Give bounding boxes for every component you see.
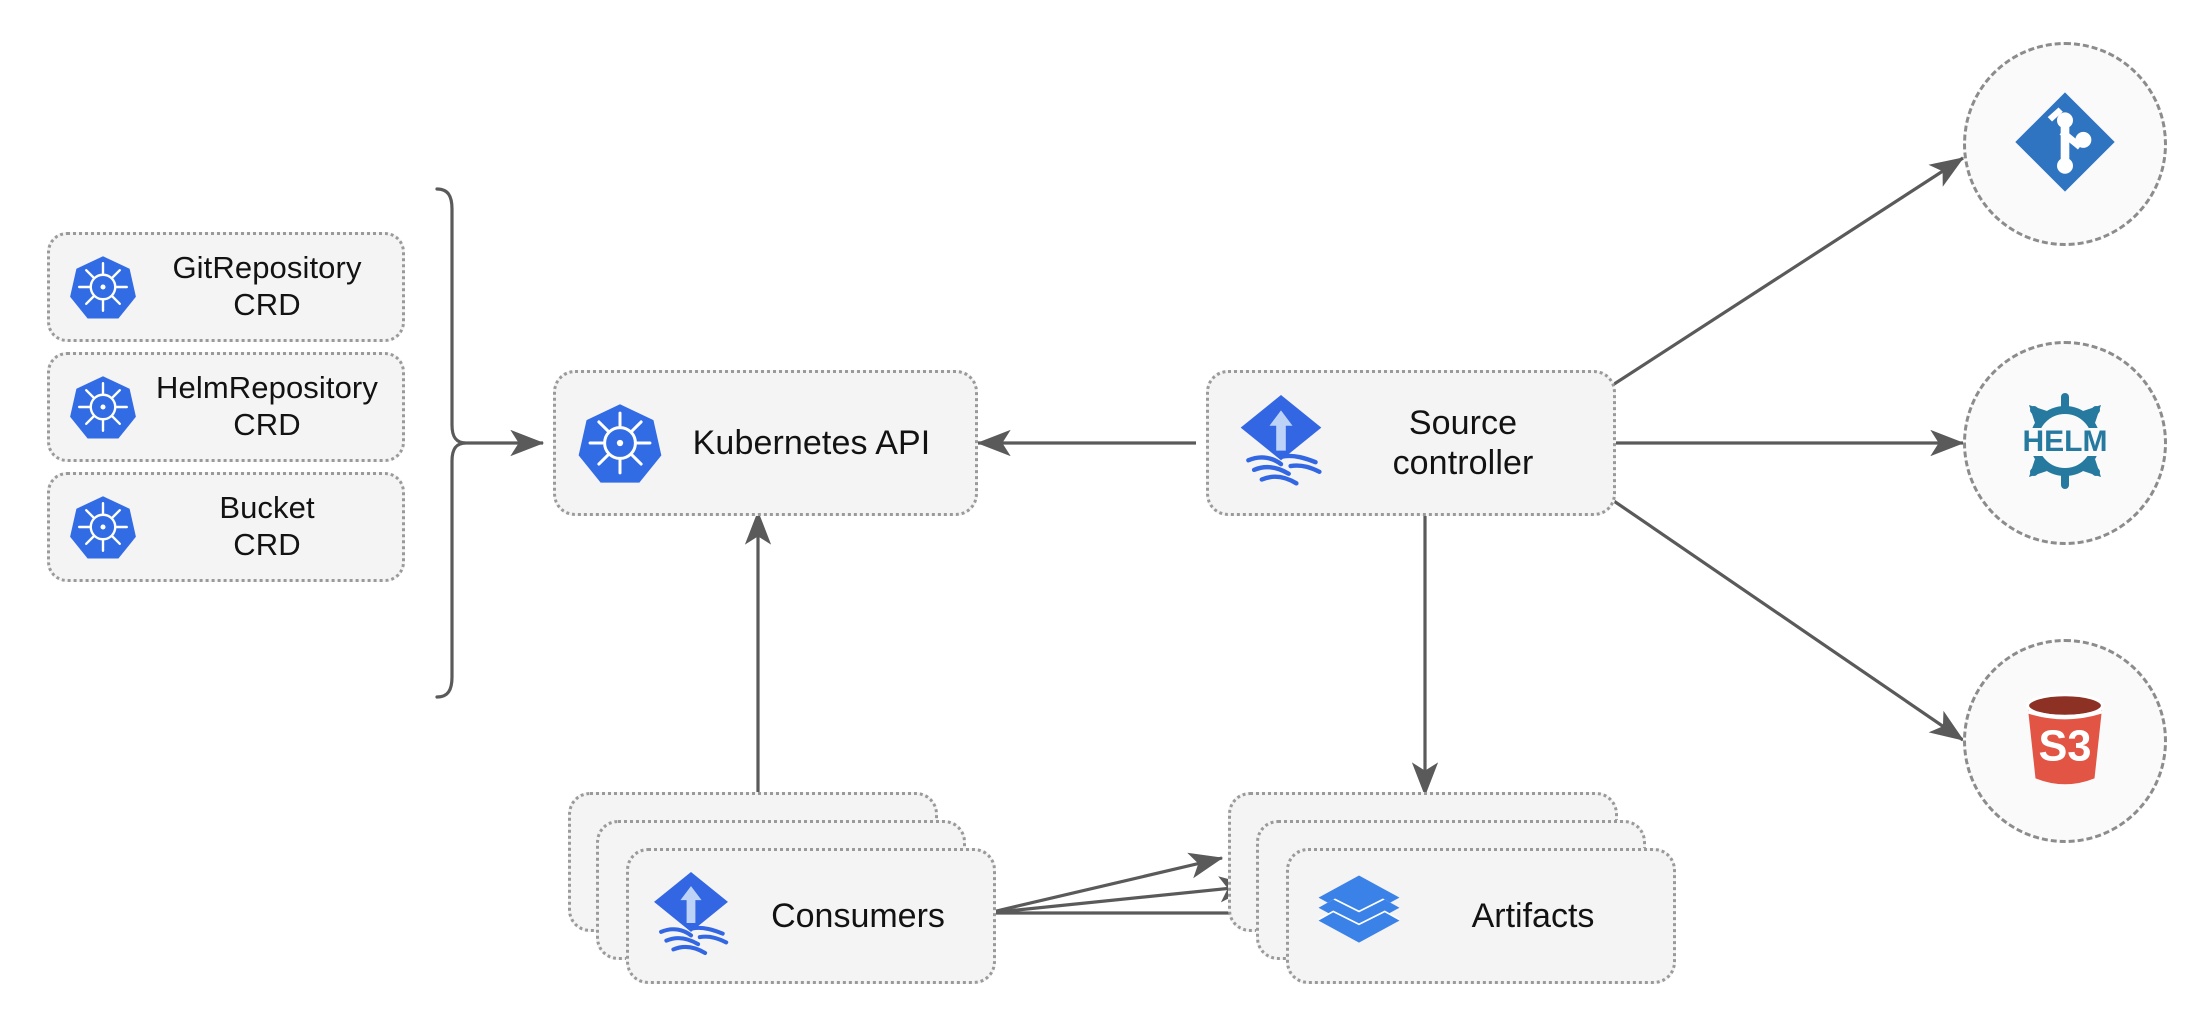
- crd-card-bucket[interactable]: Bucket CRD: [47, 472, 405, 582]
- edge-consumers-to-artifacts-middle: [987, 876, 1254, 915]
- artifacts-stack-front[interactable]: Artifacts: [1286, 848, 1676, 984]
- node-label: Consumers: [771, 896, 945, 935]
- node-label: Kubernetes API: [692, 423, 931, 462]
- flux-icon: [1231, 390, 1331, 496]
- helm-wordmark: HELM: [2023, 425, 2108, 458]
- edge-source-controller-to-s3: [1607, 495, 1965, 742]
- git-icon: [2011, 88, 2119, 201]
- source-circle-helm[interactable]: HELM: [1963, 341, 2167, 545]
- kubernetes-icon: [66, 250, 140, 324]
- kubernetes-icon: [66, 370, 140, 444]
- crd-label: HelmRepository CRD: [156, 370, 378, 442]
- node-label: Artifacts: [1471, 896, 1595, 935]
- crd-card-helmrepository[interactable]: HelmRepository CRD: [47, 352, 405, 462]
- node-consumers[interactable]: Consumers: [568, 792, 998, 984]
- consumers-stack-front[interactable]: Consumers: [626, 848, 996, 984]
- crd-card-gitrepository[interactable]: GitRepository CRD: [47, 232, 405, 342]
- flux-icon: [645, 866, 737, 966]
- source-circle-s3[interactable]: S3: [1963, 639, 2167, 843]
- s3-wordmark: S3: [2039, 722, 2092, 770]
- kubernetes-icon: [574, 397, 666, 489]
- kubernetes-icon: [66, 490, 140, 564]
- source-circle-git[interactable]: [1963, 42, 2167, 246]
- crd-group-bracket: [435, 187, 467, 699]
- crd-label: GitRepository CRD: [172, 250, 362, 322]
- helm-icon: HELM: [2005, 381, 2125, 506]
- node-artifacts[interactable]: Artifacts: [1228, 792, 1678, 984]
- node-source-controller[interactable]: Source controller: [1206, 370, 1616, 516]
- s3-icon: S3: [2006, 680, 2124, 803]
- layers-icon: [1311, 868, 1407, 964]
- node-label: Source controller: [1392, 403, 1534, 482]
- edge-source-controller-to-git: [1607, 156, 1965, 390]
- node-kubernetes-api[interactable]: Kubernetes API: [553, 370, 978, 516]
- crd-label: Bucket CRD: [219, 490, 315, 562]
- edge-consumers-to-artifacts-back: [987, 852, 1224, 915]
